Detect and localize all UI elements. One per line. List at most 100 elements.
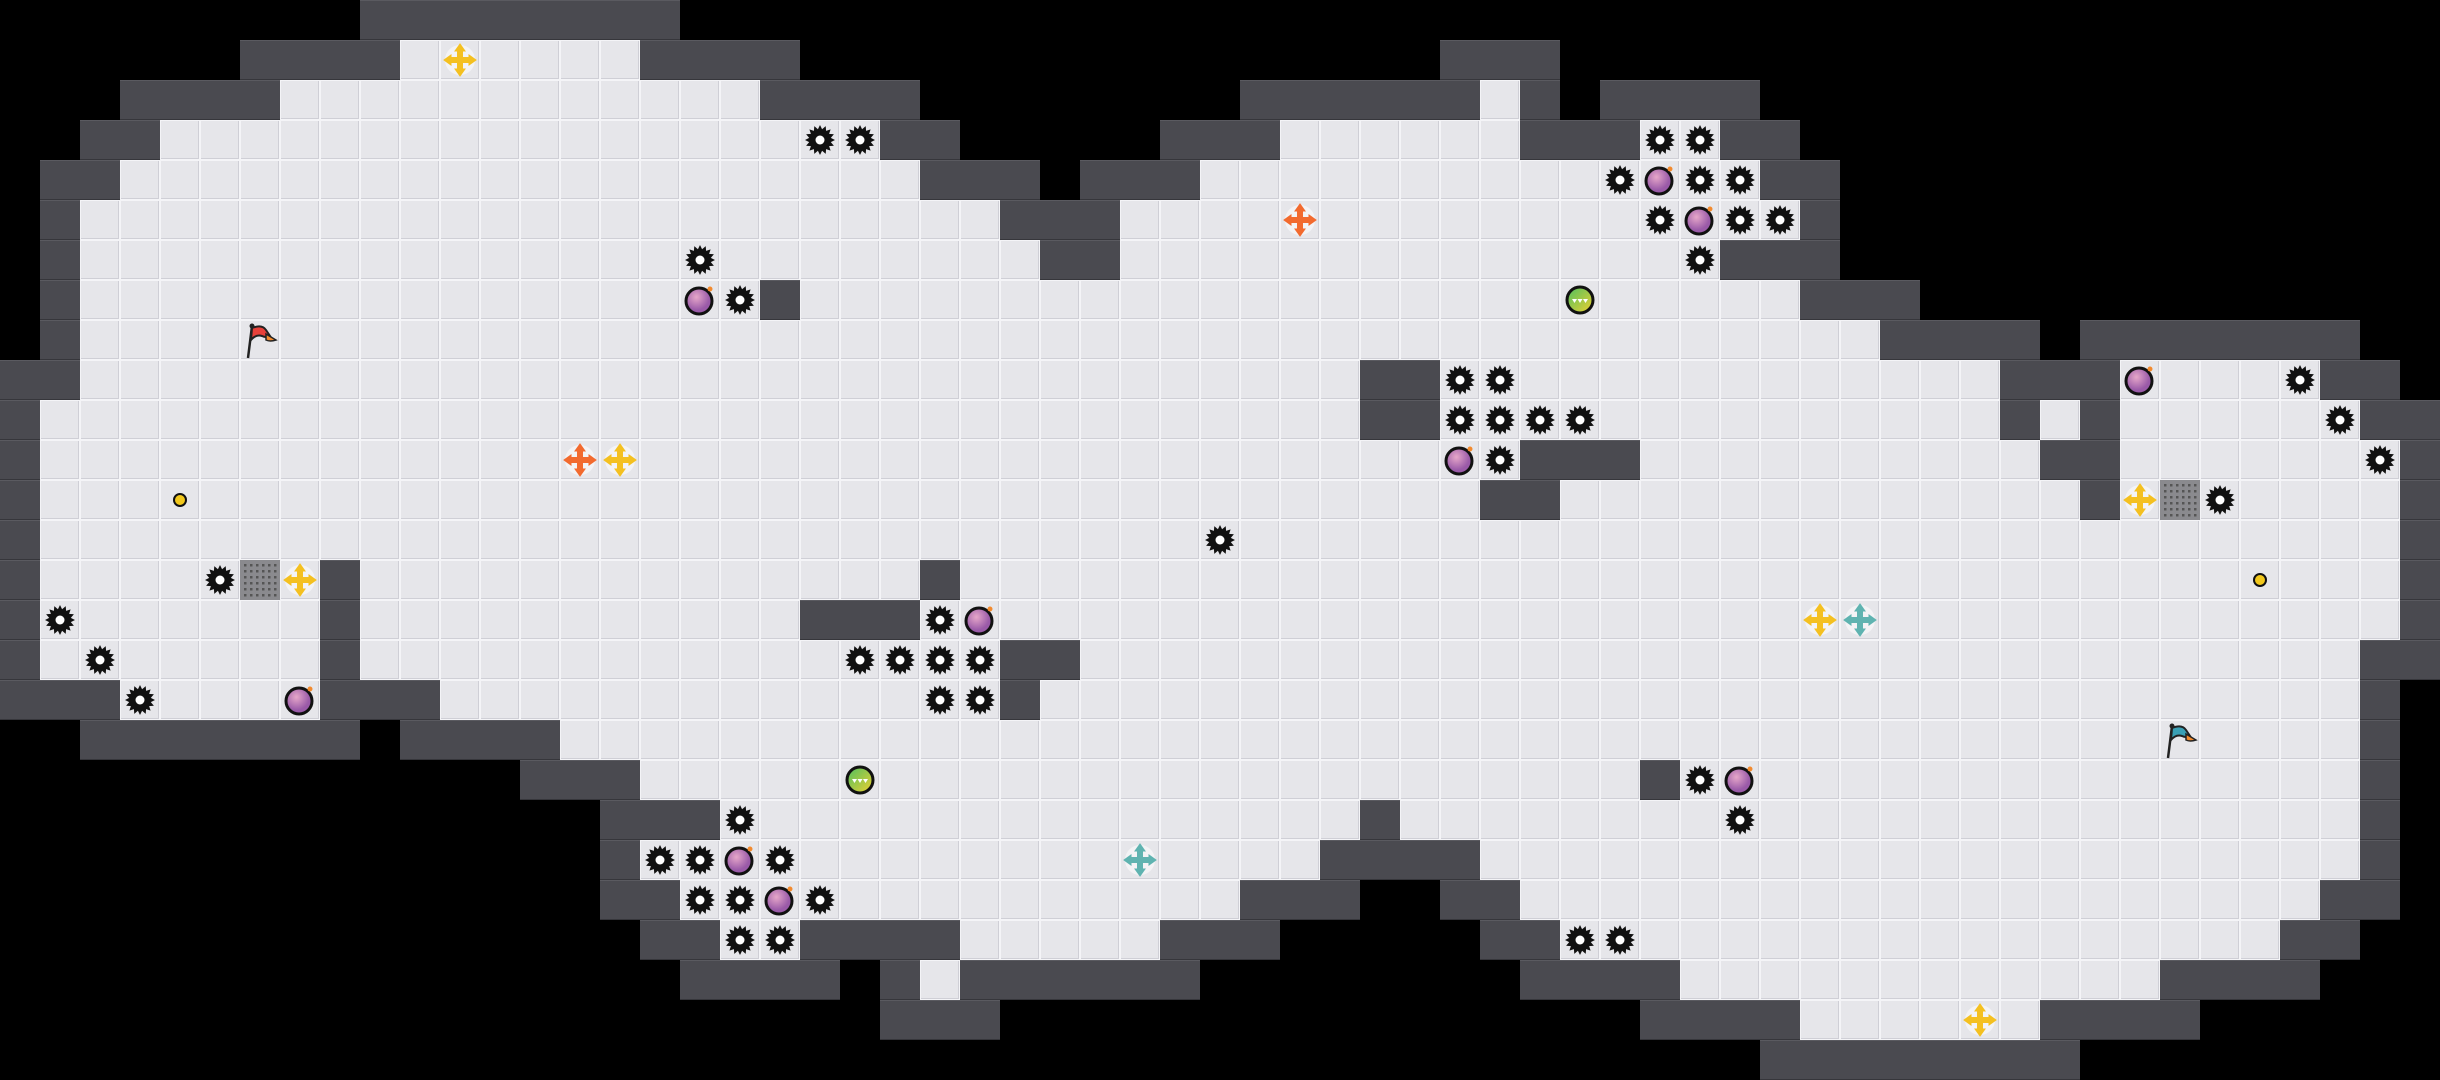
wall-tile [120, 120, 160, 160]
floor-tile [720, 160, 760, 200]
floor-tile [2320, 480, 2360, 520]
floor-tile [2160, 600, 2200, 640]
floor-tile [480, 160, 520, 200]
floor-tile [120, 400, 160, 440]
floor-tile [1560, 320, 1600, 360]
wall-tile [2360, 680, 2400, 720]
floor-tile [2040, 800, 2080, 840]
floor-tile [1120, 440, 1160, 480]
floor-tile [1840, 880, 1880, 920]
floor-tile [1880, 400, 1920, 440]
floor-tile [280, 80, 320, 120]
floor-tile [2320, 440, 2360, 480]
spike-icon [1440, 400, 1480, 440]
wall-tile [640, 0, 680, 40]
floor-tile [1200, 600, 1240, 640]
floor-tile [200, 120, 240, 160]
wall-tile [1440, 840, 1480, 880]
floor-tile [1640, 680, 1680, 720]
floor-tile [1880, 680, 1920, 720]
floor-tile [400, 640, 440, 680]
floor-tile [1240, 400, 1280, 440]
floor-tile [760, 600, 800, 640]
floor-tile [120, 520, 160, 560]
floor-tile [1640, 360, 1680, 400]
wall-tile [2320, 320, 2360, 360]
boost-icon [280, 560, 320, 600]
wall-tile [40, 240, 80, 280]
floor-tile [1600, 520, 1640, 560]
floor-tile [880, 440, 920, 480]
wall-tile [1400, 840, 1440, 880]
floor-tile [240, 640, 280, 680]
floor-tile [960, 360, 1000, 400]
floor-tile [600, 280, 640, 320]
wall-tile [400, 680, 440, 720]
floor-tile [2080, 600, 2120, 640]
floor-tile [360, 520, 400, 560]
boost-icon [600, 440, 640, 480]
floor-tile [2040, 760, 2080, 800]
wall-tile [2360, 640, 2400, 680]
floor-tile [720, 360, 760, 400]
wall-tile [1680, 1000, 1720, 1040]
wall-tile [560, 760, 600, 800]
floor-tile [280, 480, 320, 520]
floor-tile [1720, 360, 1760, 400]
floor-tile [560, 80, 600, 120]
floor-tile [1560, 760, 1600, 800]
floor-tile [680, 640, 720, 680]
floor-tile [400, 560, 440, 600]
wall-tile [1160, 960, 1200, 1000]
spike-icon [920, 600, 960, 640]
wall-tile [1040, 200, 1080, 240]
floor-tile [440, 560, 480, 600]
floor-tile [1040, 320, 1080, 360]
floor-tile [480, 360, 520, 400]
floor-tile [80, 200, 120, 240]
wall-tile [2040, 360, 2080, 400]
spike-icon [720, 800, 760, 840]
floor-tile [760, 200, 800, 240]
floor-tile [1520, 600, 1560, 640]
floor-tile [2320, 600, 2360, 640]
floor-tile [320, 120, 360, 160]
floor-tile [1160, 840, 1200, 880]
floor-tile [1520, 320, 1560, 360]
floor-tile [2040, 400, 2080, 440]
wall-tile [520, 760, 560, 800]
floor-tile [2120, 840, 2160, 880]
floor-tile [1080, 280, 1120, 320]
wall-tile [800, 920, 840, 960]
floor-tile [440, 120, 480, 160]
floor-tile [1200, 240, 1240, 280]
floor-tile [1600, 280, 1640, 320]
floor-tile [1680, 720, 1720, 760]
floor-tile [440, 160, 480, 200]
floor-tile [1080, 800, 1120, 840]
floor-tile [800, 480, 840, 520]
wall-tile [1760, 120, 1800, 160]
floor-tile [1000, 880, 1040, 920]
floor-tile [720, 320, 760, 360]
floor-tile [1120, 880, 1160, 920]
floor-tile [1000, 400, 1040, 440]
floor-tile [1240, 800, 1280, 840]
floor-tile [1360, 520, 1400, 560]
floor-tile [1280, 560, 1320, 600]
floor-tile [2080, 880, 2120, 920]
floor-tile [320, 240, 360, 280]
floor-tile [600, 240, 640, 280]
floor-tile [1960, 400, 2000, 440]
floor-tile [1080, 840, 1120, 880]
wall-tile [2360, 840, 2400, 880]
wall-tile [1760, 240, 1800, 280]
floor-tile [560, 40, 600, 80]
floor-tile [1960, 520, 2000, 560]
floor-tile [2080, 840, 2120, 880]
floor-tile [1000, 920, 1040, 960]
wall-tile [1000, 200, 1040, 240]
floor-tile [1320, 320, 1360, 360]
floor-tile [1840, 680, 1880, 720]
floor-tile [1280, 840, 1320, 880]
